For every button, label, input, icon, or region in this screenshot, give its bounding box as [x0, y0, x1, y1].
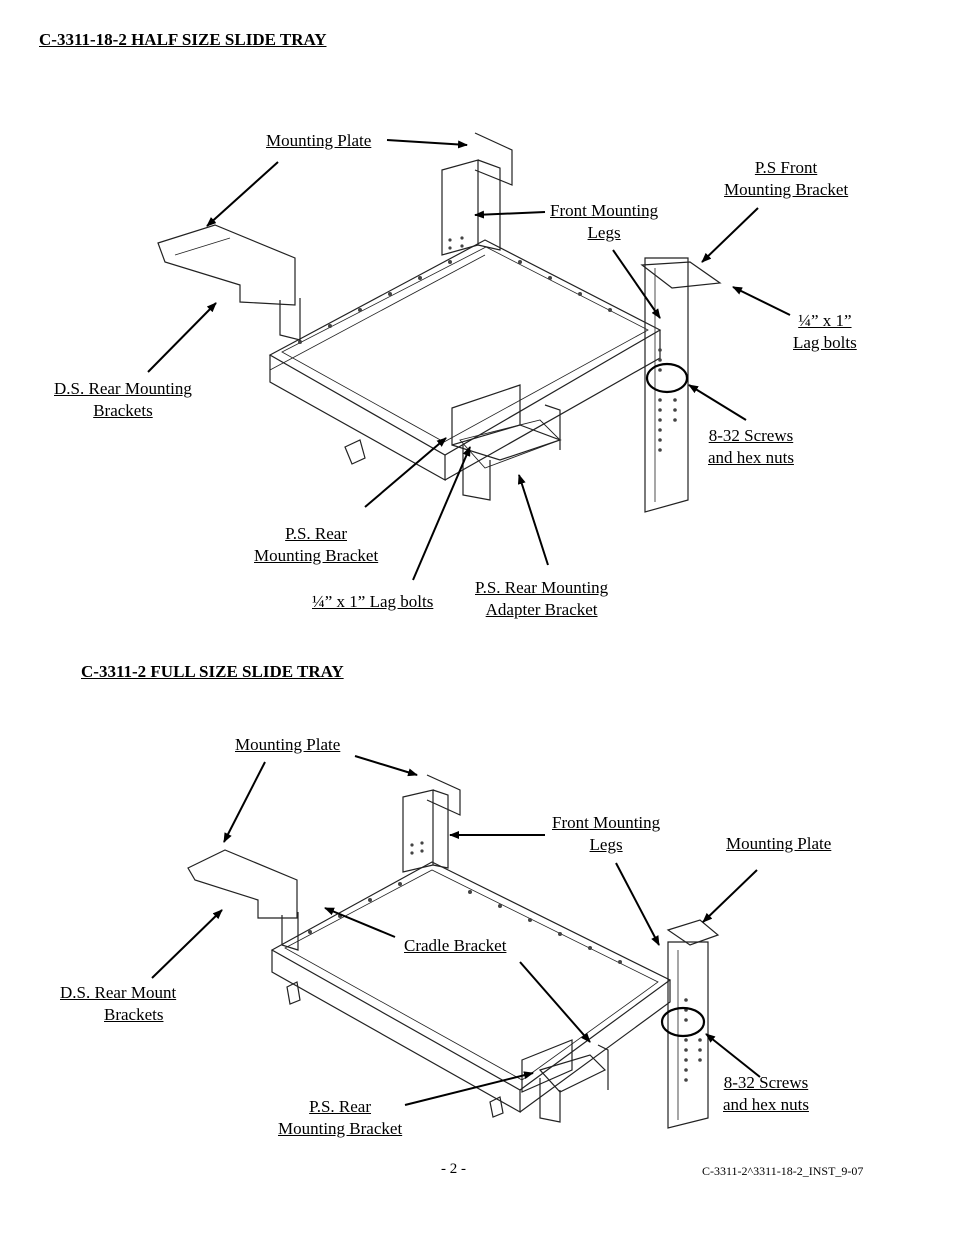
label-text: 8-32 Screws: [708, 426, 794, 445]
label-8-32-screws-2: 8-32 Screws and hex nuts: [723, 1072, 809, 1116]
label-mounting-plate-right: Mounting Plate: [726, 833, 831, 855]
label-text: P.S. Rear Mounting: [475, 578, 609, 597]
label-ds-rear-mounting-brackets: D.S. Rear Mounting Brackets: [54, 378, 192, 422]
label-text: Adapter Bracket: [485, 600, 598, 619]
label-ps-rear-mounting-bracket: P.S. Rear Mounting Bracket: [254, 523, 378, 567]
label-mounting-plate: Mounting Plate: [266, 130, 371, 152]
label-text: Front Mounting: [552, 813, 661, 832]
label-text: Legs: [589, 835, 623, 854]
label-text: ¼” x 1” Lag bolts: [312, 592, 434, 611]
label-ps-rear-adapter-bracket: P.S. Rear Mounting Adapter Bracket: [475, 577, 608, 621]
full-tray-drawing: [187, 774, 720, 1129]
label-text: Brackets: [93, 401, 153, 420]
label-text: Brackets: [104, 1005, 164, 1024]
page-number: - 2 -: [441, 1161, 466, 1177]
label-lag-bolts-bottom: ¼” x 1” Lag bolts: [312, 591, 433, 613]
label-text: Mounting Plate: [726, 834, 832, 853]
label-text: P.S Front: [754, 158, 818, 177]
label-text: Mounting Bracket: [254, 546, 379, 565]
screws-highlight-circle: [645, 362, 689, 394]
label-text: P.S. Rear: [309, 1097, 372, 1116]
label-lag-bolts-right: ¼” x 1” Lag bolts: [793, 310, 857, 354]
half-tray-title: C-3311-18-2 HALF SIZE SLIDE TRAY: [39, 30, 327, 49]
label-text: D.S. Rear Mounting: [54, 379, 192, 398]
label-front-mounting-legs-2: Front Mounting Legs: [552, 812, 660, 856]
label-text: ¼” x 1”: [798, 311, 852, 330]
label-text: Cradle Bracket: [404, 936, 507, 955]
label-text: P.S. Rear: [285, 524, 348, 543]
label-text: and hex nuts: [723, 1095, 809, 1114]
label-text: Lag bolts: [793, 333, 857, 352]
label-text: Legs: [587, 223, 621, 242]
document-id: C-3311-2^3311-18-2_INST_9-07: [702, 1164, 864, 1178]
label-ds-rear-mount-brackets: D.S. Rear Mount Brackets: [60, 982, 186, 1026]
label-ps-rear-mounting-bracket-2: P.S. Rear Mounting Bracket: [278, 1096, 402, 1140]
label-text: Mounting Plate: [235, 735, 341, 754]
label-cradle-bracket: Cradle Bracket: [404, 935, 506, 957]
label-text: and hex nuts: [708, 448, 794, 467]
screws-highlight-circle-2: [660, 1006, 706, 1038]
label-front-mounting-legs: Front Mounting Legs: [550, 200, 658, 244]
label-8-32-screws: 8-32 Screws and hex nuts: [708, 425, 794, 469]
label-text: 8-32 Screws: [723, 1073, 809, 1092]
label-text: Front Mounting: [550, 201, 659, 220]
label-mounting-plate-left: Mounting Plate: [235, 734, 340, 756]
half-tray-drawing: [157, 132, 722, 513]
full-tray-title: C-3311-2 FULL SIZE SLIDE TRAY: [81, 662, 344, 681]
label-text: Mounting Bracket: [724, 180, 849, 199]
label-text: Mounting Plate: [266, 131, 372, 150]
label-text: D.S. Rear Mount: [60, 983, 177, 1002]
half-tray-arrows: [147, 139, 791, 581]
full-tray-arrows: [151, 755, 761, 1106]
label-ps-front-mounting-bracket: P.S Front Mounting Bracket: [724, 157, 848, 201]
label-text: Mounting Bracket: [278, 1119, 403, 1138]
